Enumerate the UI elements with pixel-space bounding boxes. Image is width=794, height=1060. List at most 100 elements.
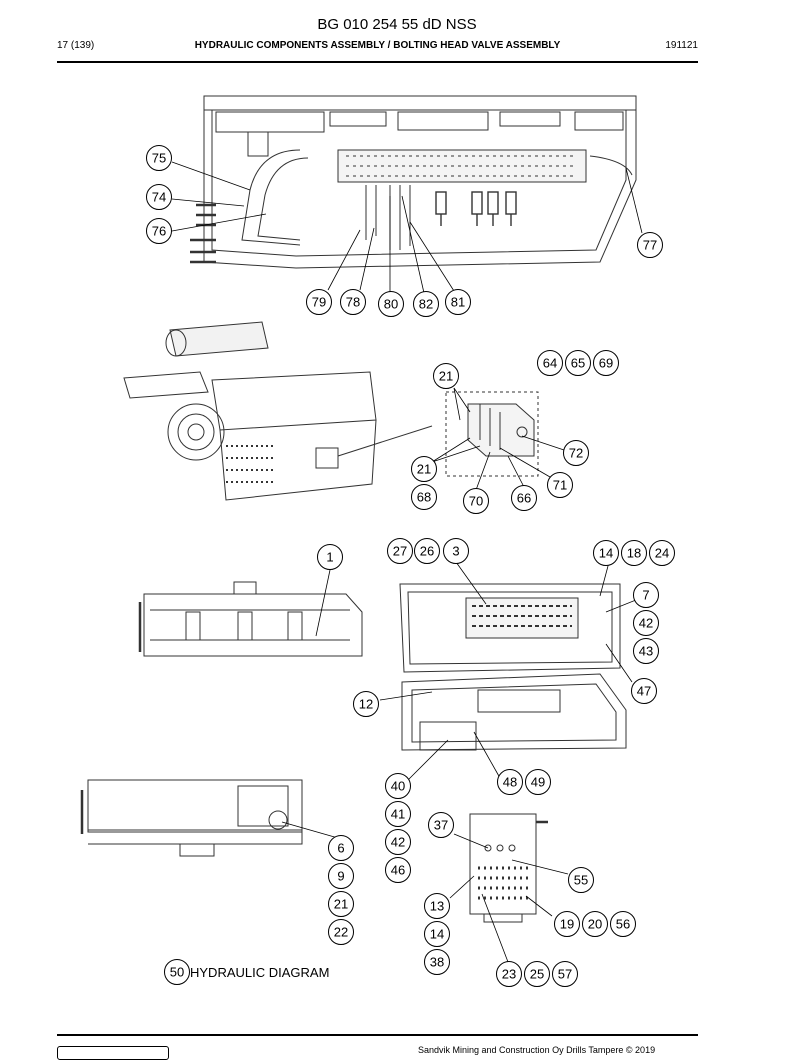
callout-c48: 48	[497, 769, 523, 795]
callout-number: 25	[530, 967, 544, 982]
callout-c80: 80	[378, 291, 404, 317]
callout-number: 50	[170, 965, 184, 980]
callout-circle	[565, 350, 591, 376]
callout-circle	[463, 488, 489, 514]
callout-number: 1	[326, 550, 333, 565]
callout-circle	[621, 540, 647, 566]
callout-c21c: 21	[328, 891, 354, 917]
callout-c41: 41	[385, 801, 411, 827]
callout-number: 18	[627, 546, 641, 561]
callout-circle	[525, 769, 551, 795]
callout-number: 47	[637, 684, 651, 699]
callout-number: 27	[393, 544, 407, 559]
callout-number: 74	[152, 190, 166, 205]
callout-number: 64	[543, 356, 557, 371]
callout-number: 19	[560, 917, 574, 932]
callout-c57: 57	[552, 961, 578, 987]
callout-circle	[582, 911, 608, 937]
callout-c21a: 21	[433, 363, 459, 389]
callout-circle	[633, 582, 659, 608]
leader-lines	[171, 161, 643, 963]
callout-c75: 75	[146, 145, 172, 171]
callout-number: 68	[417, 490, 431, 505]
callout-circle	[328, 863, 354, 889]
callout-c12: 12	[353, 691, 379, 717]
callout-circle	[433, 363, 459, 389]
callout-c82: 82	[413, 291, 439, 317]
callout-number: 13	[430, 899, 444, 914]
callout-c71: 71	[547, 472, 573, 498]
callout-c77: 77	[637, 232, 663, 258]
page-title: HYDRAULIC COMPONENTS ASSEMBLY / BOLTING …	[194, 40, 561, 51]
callout-c66: 66	[511, 485, 537, 511]
callout-c6: 6	[328, 835, 354, 861]
callout-number: 81	[451, 295, 465, 310]
callout-circle	[413, 291, 439, 317]
callout-circle	[547, 472, 573, 498]
callout-circle	[610, 911, 636, 937]
callout-c76: 76	[146, 218, 172, 244]
callout-number: 82	[419, 297, 433, 312]
callout-c24: 24	[649, 540, 675, 566]
callout-circle	[328, 835, 354, 861]
callout-number: 46	[391, 863, 405, 878]
callout-number: 42	[639, 616, 653, 631]
callout-number: 14	[430, 927, 444, 942]
callout-number: 41	[391, 807, 405, 822]
callout-number: 12	[359, 697, 373, 712]
callout-c1: 1	[317, 544, 343, 570]
callout-c19: 19	[554, 911, 580, 937]
callout-c27: 27	[387, 538, 413, 564]
callout-c78: 78	[340, 289, 366, 315]
callout-circle	[593, 350, 619, 376]
callout-number: 22	[334, 925, 348, 940]
callout-c38: 38	[424, 949, 450, 975]
callout-circle	[631, 678, 657, 704]
callout-c9: 9	[328, 863, 354, 889]
callout-number: 70	[469, 494, 483, 509]
callout-circle	[637, 232, 663, 258]
callout-number: 80	[384, 297, 398, 312]
callout-circle	[387, 538, 413, 564]
callout-circle	[633, 610, 659, 636]
callout-c65: 65	[565, 350, 591, 376]
callout-circle	[633, 638, 659, 664]
callout-c69: 69	[593, 350, 619, 376]
callout-circle	[445, 289, 471, 315]
valve-detail-view	[445, 391, 539, 477]
callout-number: 6	[337, 841, 344, 856]
callout-number: 75	[152, 151, 166, 166]
callout-c47: 47	[631, 678, 657, 704]
callout-circle	[328, 919, 354, 945]
callout-circle	[593, 540, 619, 566]
callout-number: 48	[503, 775, 517, 790]
callout-c7: 7	[633, 582, 659, 608]
callout-circle	[524, 961, 550, 987]
callout-c46: 46	[385, 857, 411, 883]
callout-circle	[424, 893, 450, 919]
callout-circle	[424, 949, 450, 975]
sandvik-logo	[57, 1046, 169, 1060]
callout-number: 37	[434, 818, 448, 833]
callout-number: 57	[558, 967, 572, 982]
isometric-head-view	[123, 321, 433, 501]
callout-number: 42	[391, 835, 405, 850]
callout-circle	[378, 291, 404, 317]
document-id: BG 010 254 55 dD NSS	[317, 16, 477, 33]
callout-c23: 23	[496, 961, 522, 987]
document-date: 191121	[665, 40, 698, 51]
callout-c79: 79	[306, 289, 332, 315]
callout-c18: 18	[621, 540, 647, 566]
callout-number: 78	[346, 295, 360, 310]
callout-c42b: 42	[385, 829, 411, 855]
callout-c20: 20	[582, 911, 608, 937]
callout-c68: 68	[411, 484, 437, 510]
callout-c26: 26	[414, 538, 440, 564]
callout-number: 43	[639, 644, 653, 659]
callout-number: 14	[599, 546, 613, 561]
callout-number: 26	[420, 544, 434, 559]
callout-number: 77	[643, 238, 657, 253]
callout-circle	[497, 769, 523, 795]
callout-c42a: 42	[633, 610, 659, 636]
callout-circle	[424, 921, 450, 947]
